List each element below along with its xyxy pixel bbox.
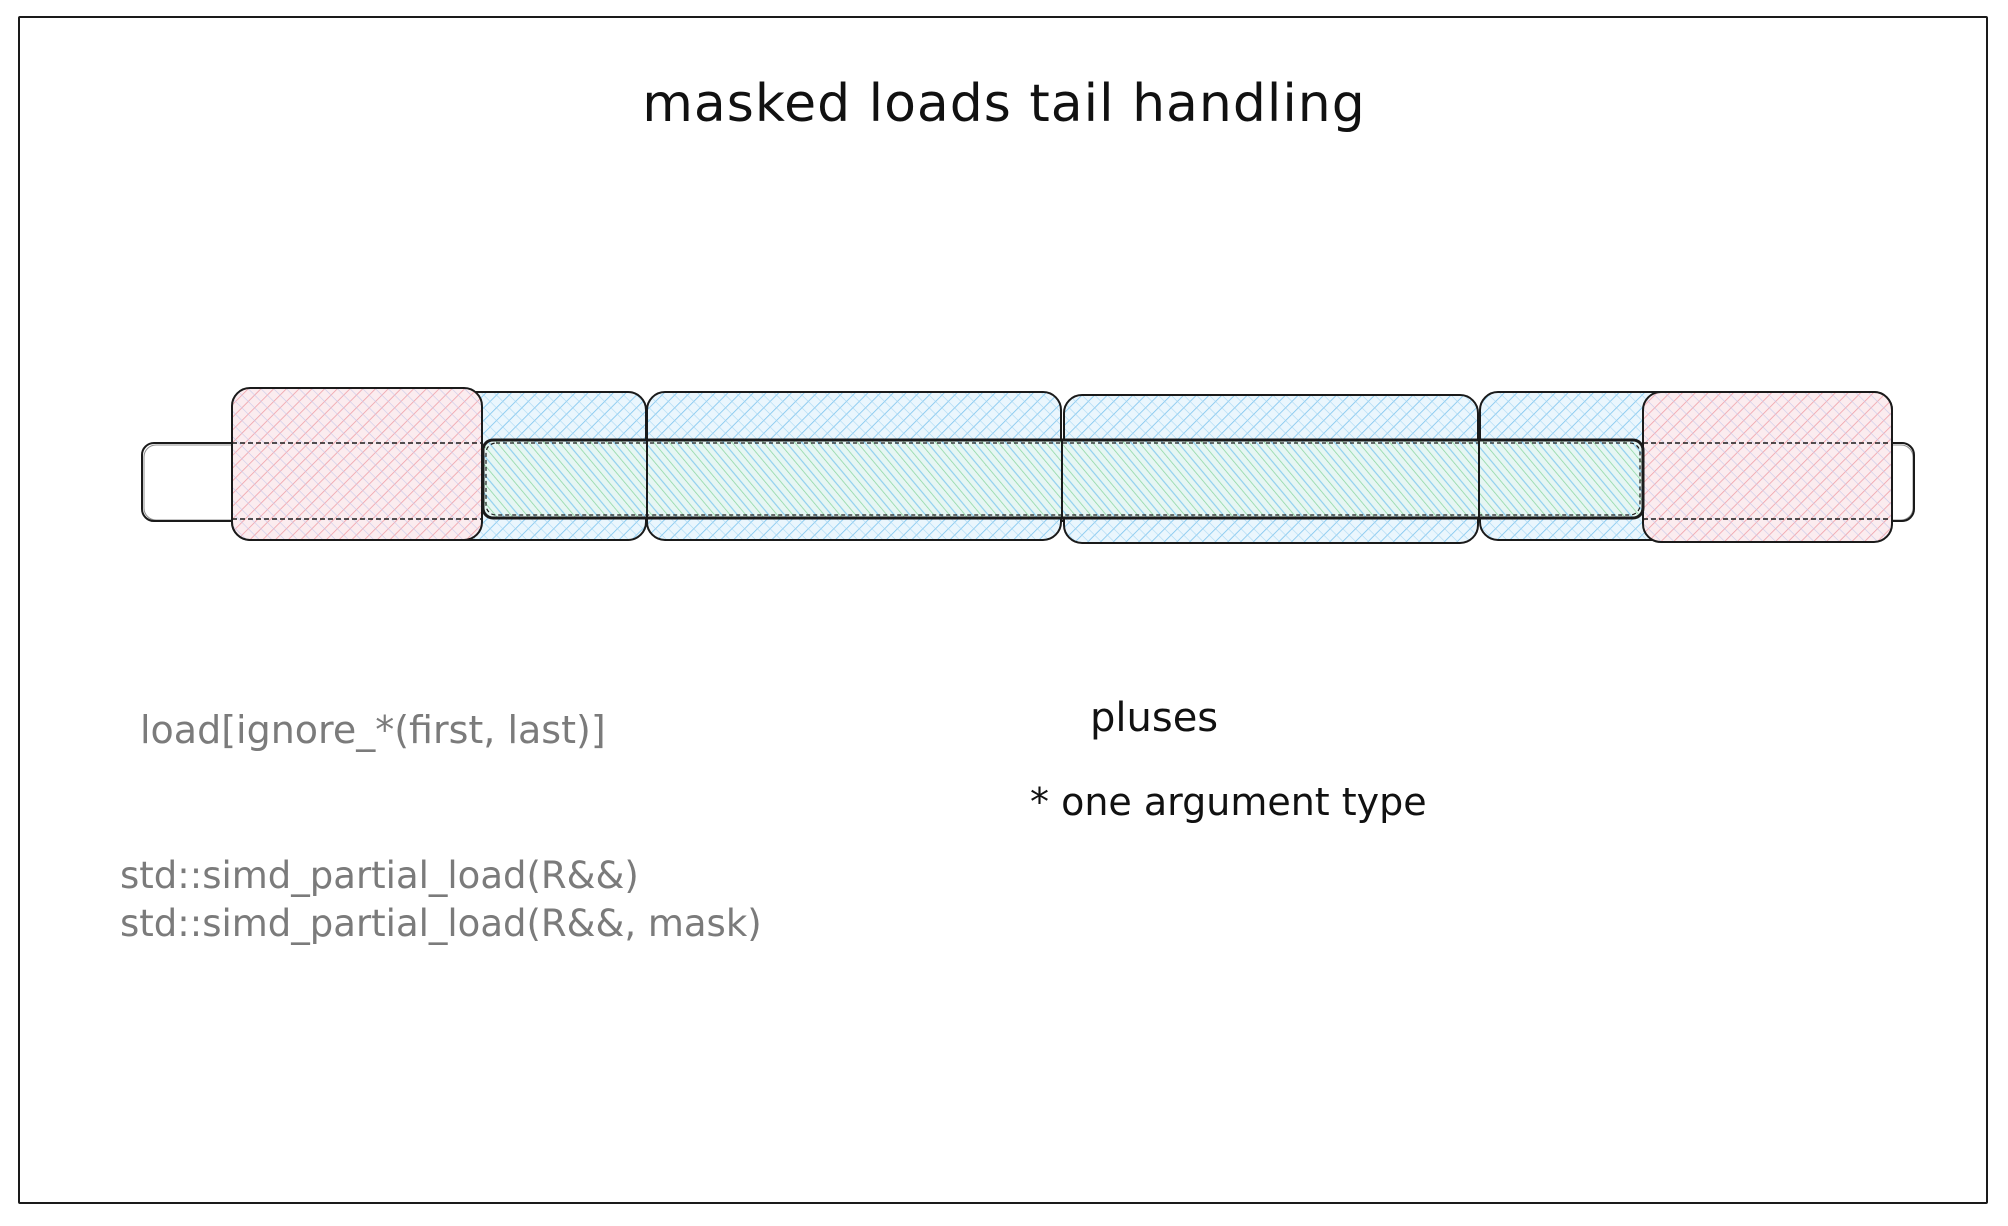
partial-load-signatures: std::simd_partial_load(R&&) std::simd_pa…: [120, 852, 762, 948]
canvas-frame: [18, 16, 1988, 1204]
pluses-heading: pluses: [1090, 695, 1219, 741]
diagram-title: masked loads tail handling: [642, 74, 1366, 134]
one-argument-note: * one argument type: [1030, 780, 1427, 824]
signature-line-1: std::simd_partial_load(R&&): [120, 854, 639, 897]
ignore-range-note: load[ignore_*(first, last)]: [140, 708, 606, 752]
signature-line-2: std::simd_partial_load(R&&, mask): [120, 902, 762, 945]
